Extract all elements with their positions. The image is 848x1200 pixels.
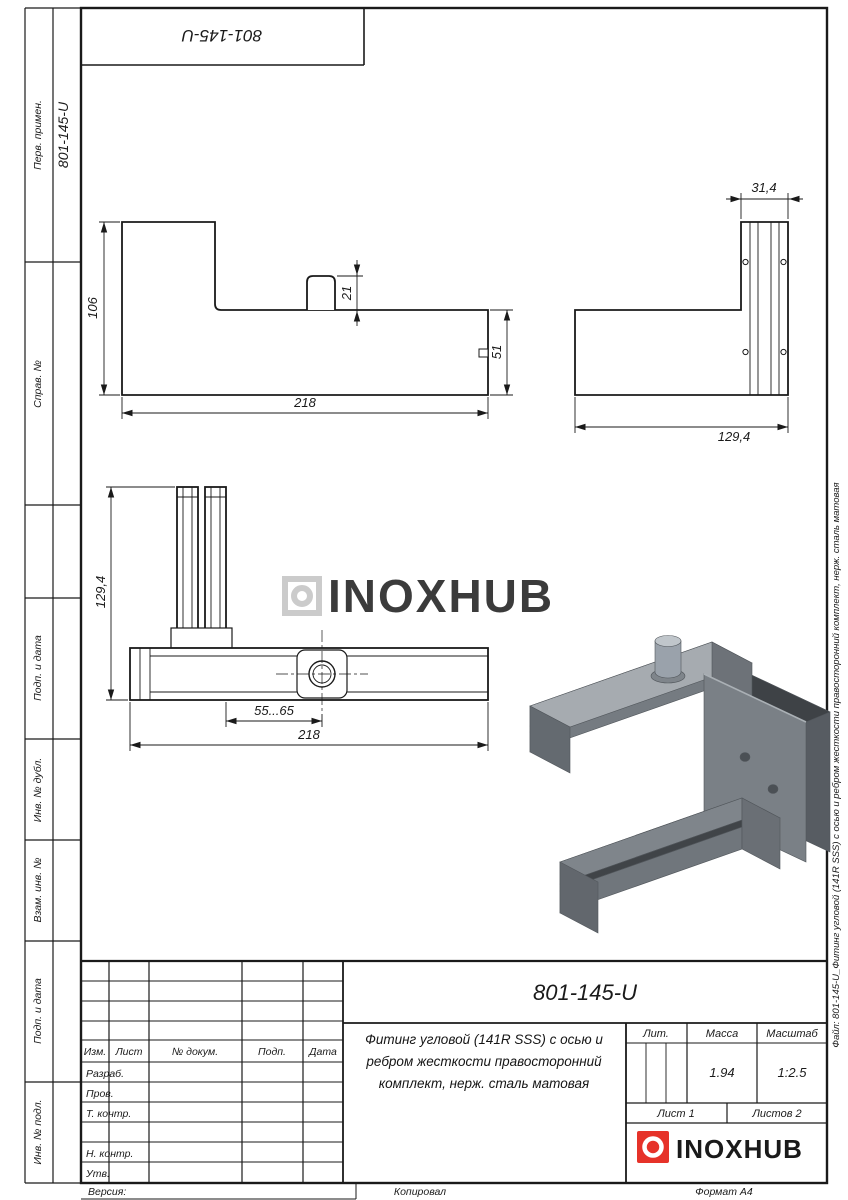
part-description: Фитинг угловой (141R SSS) с осью и ребро…	[365, 1032, 603, 1091]
inoxhub-logo-text: INOXHUB	[676, 1134, 803, 1164]
front-view-set-screw	[478, 348, 489, 358]
margin-label-inv-no-podl: Инв. № подл.	[32, 1099, 44, 1164]
margin-part-number: 801-145-U	[55, 101, 71, 168]
dim-front-length: 218	[293, 395, 316, 410]
col-doc: № докум.	[172, 1046, 218, 1058]
margin-label-sprav-no: Справ. №	[32, 360, 44, 408]
margin-label-podp-i-data-1: Подп. и дата	[32, 635, 44, 701]
margin-label-vzam-inv-no: Взам. инв. №	[32, 858, 44, 923]
title-block-grid	[81, 959, 827, 1183]
watermark-logo-ring-icon	[291, 585, 313, 607]
dim-front-pin: 21	[339, 286, 354, 301]
inoxhub-logo: INOXHUB	[637, 1131, 803, 1164]
top-stamp-box	[81, 8, 365, 66]
massa-value: 1.94	[709, 1065, 734, 1080]
dim-side-width: 31,4	[751, 180, 776, 195]
iso-screw-2	[767, 784, 779, 794]
dim-plan-depth: 129,4	[93, 576, 108, 609]
doc-number: 801-145-U	[533, 980, 637, 1005]
front-view-dimension-lines	[99, 221, 513, 419]
side-view	[574, 221, 789, 396]
dim-front-height: 106	[85, 296, 100, 318]
row-prov: Пров.	[86, 1088, 114, 1100]
plan-view	[129, 486, 489, 712]
file-note: Файл: 801-145-U_Фитинг угловой (141R SSS…	[831, 482, 842, 1047]
lit-label: Лит.	[642, 1028, 669, 1040]
col-list: Лист	[114, 1046, 142, 1058]
margin-label-inv-no-dubl: Инв. № дубл.	[32, 758, 44, 823]
row-tkontr: Т. контр.	[86, 1108, 131, 1120]
watermark-text: INOXHUB	[328, 570, 554, 622]
footer-version: Версия:	[88, 1186, 126, 1198]
side-view-dimension-lines	[574, 193, 803, 433]
row-nkontr: Н. контр.	[86, 1148, 133, 1160]
masshtab-value: 1:2.5	[778, 1065, 808, 1080]
inoxhub-logo-square-icon	[637, 1131, 669, 1163]
row-razrab: Разраб.	[86, 1068, 124, 1080]
col-podp: Подп.	[258, 1046, 286, 1058]
footer-format: Формат A4	[695, 1186, 753, 1198]
footer-lines	[81, 1183, 357, 1200]
plan-view-dimension-lines	[106, 486, 489, 751]
inoxhub-logo-ring-icon	[642, 1136, 664, 1158]
col-data: Дата	[308, 1046, 337, 1058]
iso-screw-1	[739, 752, 751, 762]
masshtab-label: Масштаб	[766, 1028, 818, 1040]
margin-label-podp-i-data-2: Подп. и дата	[32, 978, 44, 1044]
side-view-outline	[574, 221, 789, 396]
sheet-number: Лист 1	[656, 1108, 695, 1120]
footer-copied: Копировал	[394, 1186, 446, 1198]
sheet-frame	[24, 6, 829, 1185]
front-view-pin	[306, 275, 336, 310]
plan-view-centerlines	[276, 630, 368, 712]
massa-label: Масса	[706, 1028, 739, 1040]
isometric-view	[529, 635, 831, 934]
dim-side-depth: 129,4	[718, 429, 751, 444]
dim-plan-axis-range: 55...65	[254, 703, 295, 718]
top-stamp-part-number: 801-145-U	[181, 26, 262, 45]
sheets-total: Листов 2	[751, 1108, 801, 1120]
watermark-logo-square-icon	[282, 576, 322, 616]
margin-label-perv-primen: Перв. примен.	[32, 100, 44, 170]
row-utv: Утв.	[85, 1168, 110, 1180]
dim-front-arm: 51	[489, 345, 504, 359]
watermark: INOXHUB	[282, 570, 554, 622]
dim-plan-length: 218	[297, 727, 320, 742]
col-izm: Изм.	[84, 1046, 106, 1058]
front-view-outline	[121, 221, 489, 396]
front-view	[121, 221, 489, 396]
iso-pin	[654, 640, 682, 679]
